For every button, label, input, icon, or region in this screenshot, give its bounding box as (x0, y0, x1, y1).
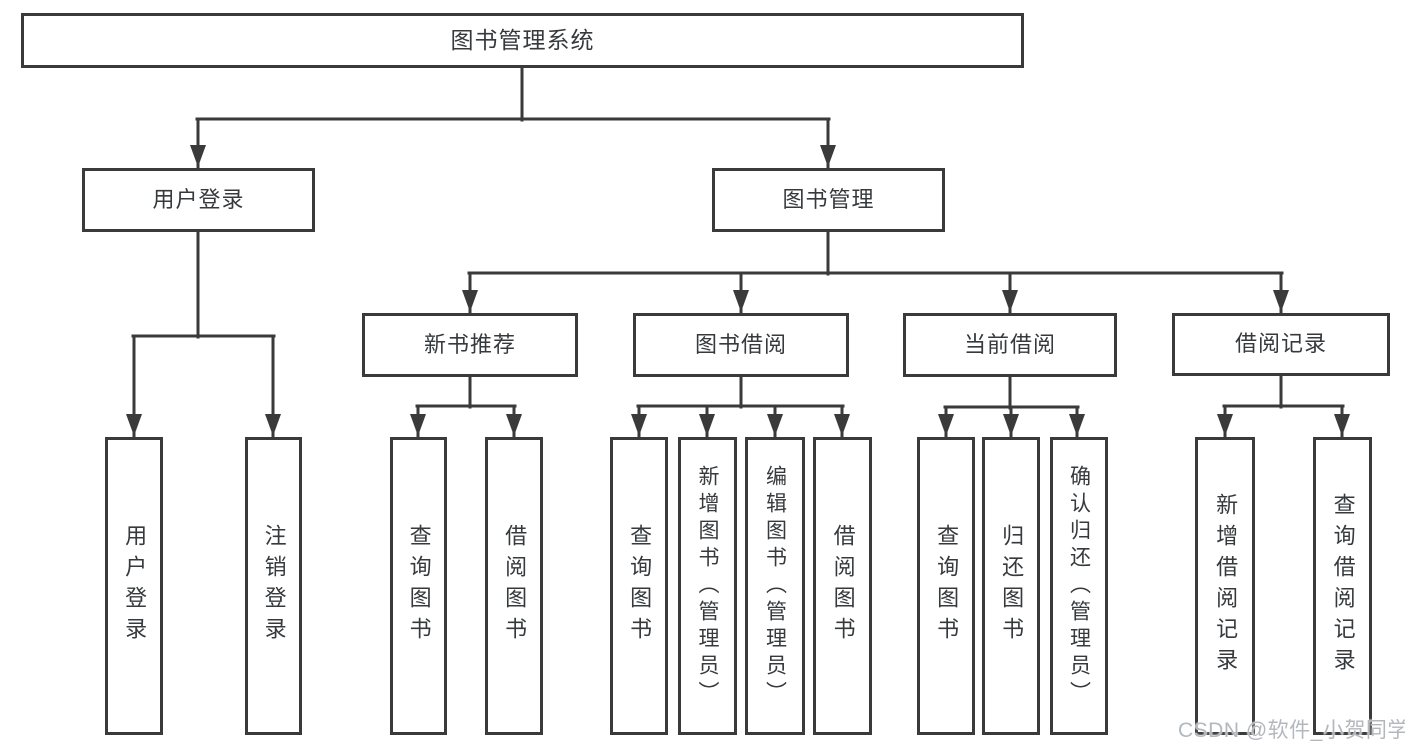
leaf-query-borrow-record: 查询借阅记录 (1313, 437, 1372, 735)
leaf-add-borrow-record: 新增借阅记录 (1195, 437, 1255, 735)
node-new-book-recommend: 新书推荐 (362, 313, 578, 377)
leaf-logout: 注销登录 (245, 437, 302, 735)
node-current-borrowing: 当前借阅 (903, 313, 1117, 377)
leaf-return-books: 归还图书 (982, 437, 1040, 735)
leaf-query-books-borrowing: 查询图书 (610, 437, 668, 735)
leaf-borrow-books-borrowing: 借阅图书 (813, 437, 872, 735)
leaf-add-books-admin: 新增图书（管理员） (678, 437, 737, 735)
leaf-user-login: 用户登录 (105, 437, 163, 735)
node-library-management-system: 图书管理系统 (21, 13, 1024, 68)
node-user-login: 用户登录 (82, 168, 315, 232)
leaf-query-books-recommend: 查询图书 (390, 437, 447, 735)
node-borrowing-records: 借阅记录 (1172, 313, 1390, 376)
leaf-confirm-return-admin: 确认归还（管理员） (1050, 437, 1108, 735)
node-book-borrowing: 图书借阅 (633, 313, 849, 377)
leaf-edit-books-admin: 编辑图书（管理员） (745, 437, 805, 735)
node-book-management: 图书管理 (712, 168, 945, 232)
csdn-watermark: CSDN @软件_小贺同学 (1178, 719, 1405, 742)
leaf-query-books-current: 查询图书 (917, 437, 975, 735)
leaf-borrow-books-recommend: 借阅图书 (485, 437, 543, 735)
